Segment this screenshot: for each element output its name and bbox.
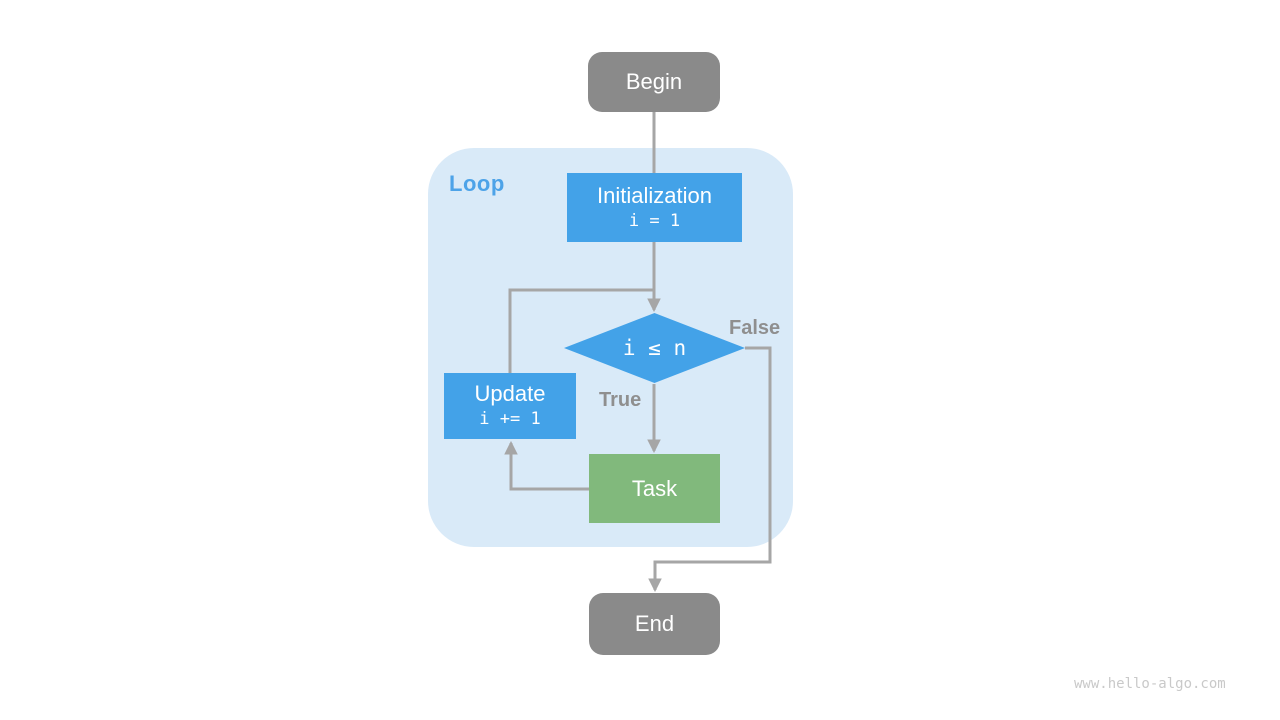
edge-update-to-condition (508, 288, 654, 373)
node-update: Update i += 1 (444, 373, 576, 439)
edge-task-to-update (504, 440, 589, 491)
node-task-label: Task (631, 475, 678, 501)
loop-label: Loop (449, 171, 505, 196)
node-update-code: i += 1 (479, 409, 541, 429)
watermark: www.hello-algo.com (1074, 676, 1226, 692)
condition-diamond (564, 313, 745, 383)
node-initialization: Initialization i = 1 (567, 173, 742, 242)
node-initialization-label: Initialization (597, 182, 712, 208)
edge-condition-false-to-end (648, 346, 772, 593)
node-update-label: Update (474, 381, 546, 406)
node-begin: Begin (588, 52, 720, 112)
node-initialization-code: i = 1 (628, 210, 681, 231)
node-begin-label: Begin (625, 69, 683, 94)
edge-label-true: True (599, 389, 642, 411)
node-end-label: End (634, 611, 675, 636)
edge-label-false: False (729, 317, 781, 339)
node-task: Task (589, 454, 720, 523)
node-end: End (589, 593, 720, 655)
node-condition-label: i ≤ n (622, 336, 687, 360)
